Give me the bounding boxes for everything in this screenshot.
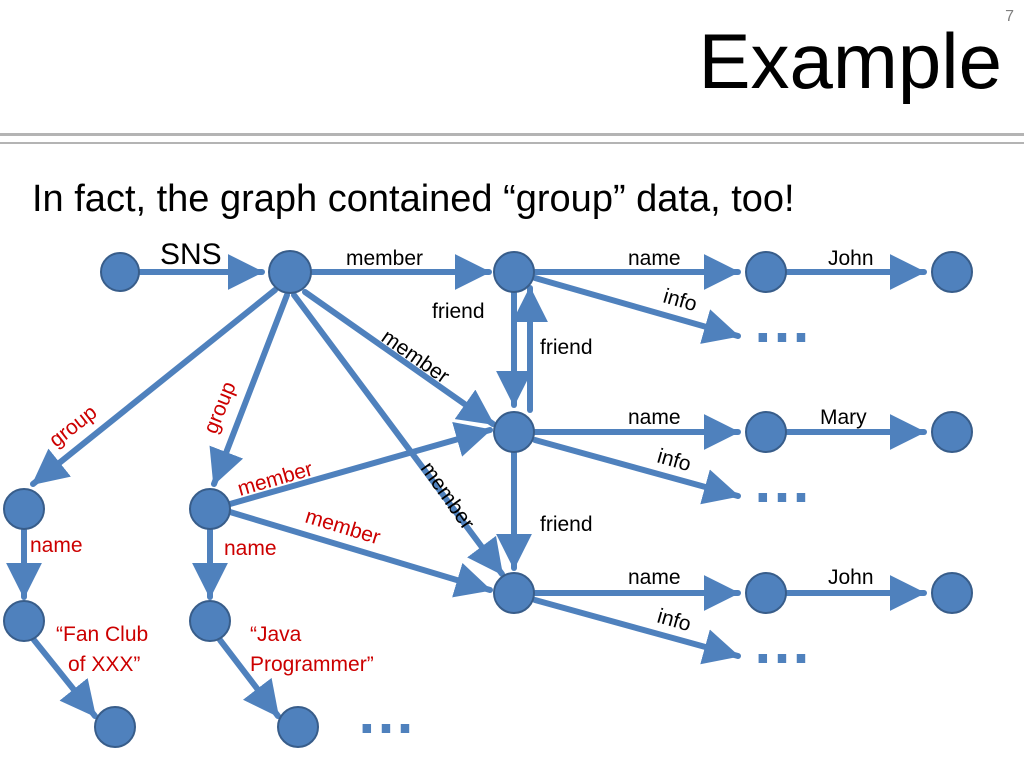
label-sns: SNS	[160, 238, 222, 271]
node-group-1-value	[94, 706, 136, 748]
label-member-top: member	[346, 247, 423, 270]
edge-value-g2	[217, 637, 281, 719]
title-rule-bottom	[0, 142, 1024, 144]
label-fan-club-line-1: “Fan Club	[56, 623, 148, 646]
label-john-2: John	[828, 566, 874, 589]
edge-member-red-1	[227, 422, 493, 507]
label-friend-right: friend	[540, 336, 593, 359]
node-value-mary	[931, 411, 973, 453]
node-user-3	[493, 572, 535, 614]
edge-info-1	[532, 275, 741, 344]
label-member-diag-2: member	[416, 458, 479, 534]
label-name-3: name	[628, 566, 681, 589]
node-group-2-name	[189, 600, 231, 642]
ellipsis-2: …	[752, 448, 812, 515]
node-name-mary	[745, 411, 787, 453]
ellipsis-4: …	[356, 679, 416, 746]
node-user-2	[493, 411, 535, 453]
ellipsis-3: …	[752, 609, 812, 676]
edge-info-3	[532, 597, 741, 665]
label-member-red-2: member	[303, 505, 383, 550]
node-entry	[100, 252, 140, 292]
edge-member-diag-2	[291, 292, 505, 577]
node-group-1	[3, 488, 45, 530]
label-fan-club-line-2: of XXX”	[68, 653, 140, 676]
label-java-line-2: Programmer”	[250, 653, 374, 676]
label-name-2: name	[628, 406, 681, 429]
label-info-3: info	[655, 605, 694, 636]
node-value-john-1	[931, 251, 973, 293]
label-john-1: John	[828, 247, 874, 270]
slide-subtitle: In fact, the graph contained “group” dat…	[32, 178, 795, 220]
title-rule-top	[0, 133, 1024, 136]
edge-group-mid	[209, 292, 290, 487]
label-mary: Mary	[820, 406, 867, 429]
label-name-g1: name	[30, 534, 83, 557]
label-name-g2: name	[224, 537, 277, 560]
edge-member-diag	[302, 289, 496, 427]
edge-group-left	[30, 287, 278, 487]
label-friend-lower: friend	[540, 513, 593, 536]
ellipsis-1: …	[752, 288, 812, 355]
label-member-diag: member	[377, 325, 453, 388]
node-group-1-name	[3, 600, 45, 642]
label-name-1: name	[628, 247, 681, 270]
node-group-2	[189, 488, 231, 530]
edge-value-g1	[31, 637, 98, 719]
node-name-john-2	[745, 572, 787, 614]
label-group-left: group	[45, 401, 101, 452]
slide-number: 7	[1005, 8, 1014, 25]
label-info-1: info	[661, 285, 700, 316]
node-group-2-value	[277, 706, 319, 748]
node-sns	[268, 250, 312, 294]
label-friend-left: friend	[432, 300, 485, 323]
node-value-john-2	[931, 572, 973, 614]
edge-member-red-2	[227, 509, 493, 598]
label-java-line-1: “Java	[250, 623, 302, 646]
label-member-red-1: member	[235, 457, 315, 500]
label-info-2: info	[655, 445, 694, 476]
node-name-john-1	[745, 251, 787, 293]
slide-title: Example	[698, 17, 1002, 105]
edge-info-2	[532, 437, 741, 505]
node-user-1	[493, 251, 535, 293]
